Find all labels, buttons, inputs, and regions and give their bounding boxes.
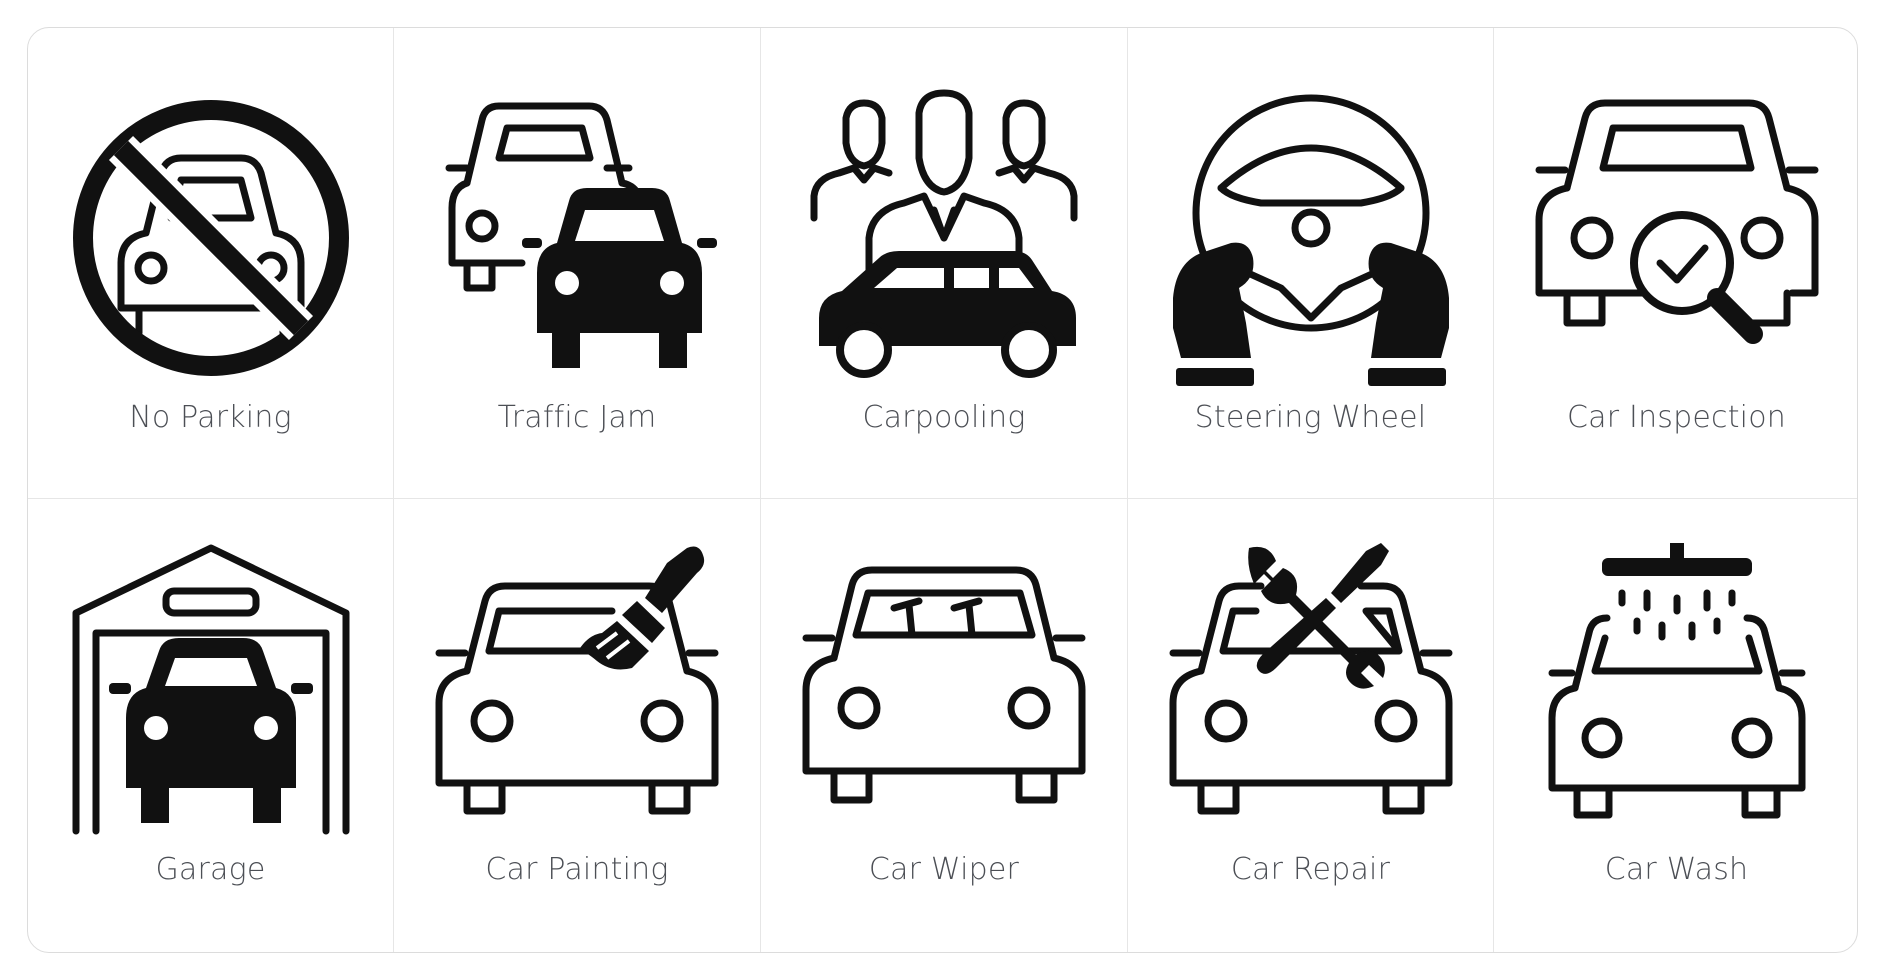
car-painting-icon (435, 546, 719, 815)
car-inspection-icon (1535, 99, 1818, 344)
icon-cell-traffic-jam: Traffic Jam (394, 28, 761, 499)
icon-label: Car Painting (485, 852, 669, 887)
icon-label: Carpooling (862, 400, 1026, 435)
icon-cell-car-wash: Car Wash (1494, 499, 1857, 952)
icon-label: Car Wash (1604, 852, 1749, 887)
icon-grid: No Parking Traffic Jam (28, 28, 1857, 952)
traffic-jam-icon (445, 102, 717, 368)
garage-icon (72, 544, 349, 835)
icon-label: Car Inspection (1567, 400, 1786, 435)
icon-cell-car-painting: Car Painting (394, 499, 761, 952)
icon-cell-carpooling: Carpooling (761, 28, 1128, 499)
icon-cell-no-parking: No Parking (28, 28, 394, 499)
icon-label: No Parking (129, 400, 292, 435)
icon-cell-car-repair: Car Repair (1128, 499, 1494, 952)
icon-cell-car-inspection: Car Inspection (1494, 28, 1857, 499)
icon-sheet: No Parking Traffic Jam (27, 27, 1858, 953)
car-repair-icon (1169, 543, 1452, 815)
icon-label: Steering Wheel (1194, 400, 1427, 435)
icon-label: Traffic Jam (497, 400, 657, 435)
no-parking-icon (72, 100, 349, 376)
carpooling-icon (810, 89, 1078, 378)
steering-wheel-icon (1172, 94, 1449, 386)
car-wash-icon (1548, 543, 1805, 819)
icon-cell-car-wiper: Car Wiper (761, 499, 1128, 952)
icon-label: Car Wiper (868, 852, 1020, 887)
icon-cell-garage: Garage (28, 499, 394, 952)
car-wiper-icon (802, 566, 1086, 804)
icon-cell-steering-wheel: Steering Wheel (1128, 28, 1494, 499)
icon-label: Garage (155, 852, 266, 887)
icon-label: Car Repair (1230, 852, 1391, 887)
